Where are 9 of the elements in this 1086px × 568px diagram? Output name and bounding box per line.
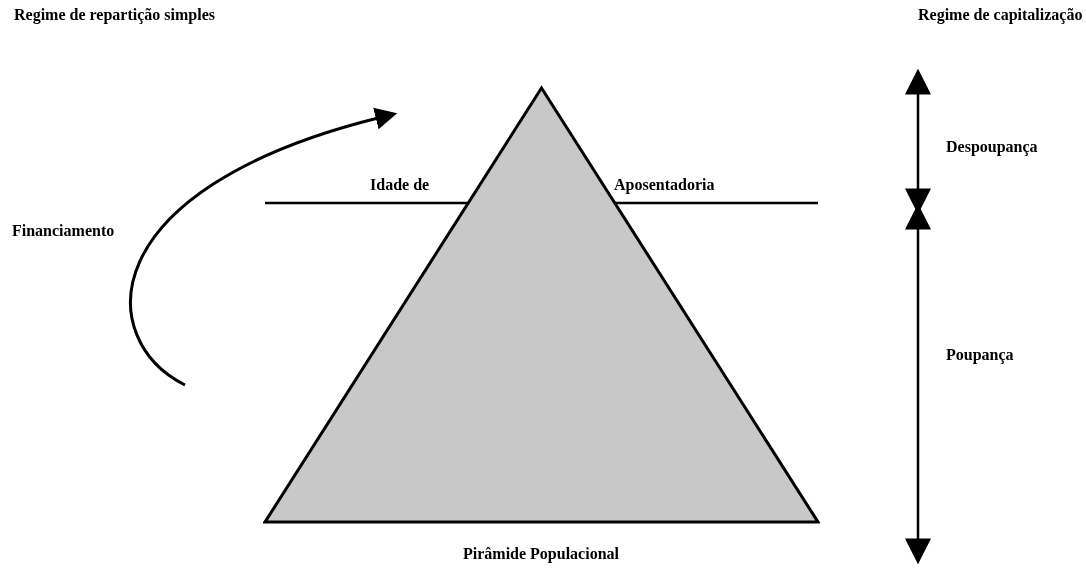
heading: Regime de repartição simples: [14, 6, 215, 24]
range-label: Poupança: [946, 346, 1014, 364]
arrow-label: Financiamento: [12, 222, 115, 240]
triangle-shape: [263, 85, 820, 524]
line-label: Idade de: [370, 176, 430, 194]
range-label: Despoupança: [946, 138, 1038, 156]
heading: Regime de capitalização: [918, 6, 1083, 24]
line-label: Aposentadoria: [614, 176, 715, 194]
node-label: Pirâmide Populacional: [463, 545, 619, 563]
